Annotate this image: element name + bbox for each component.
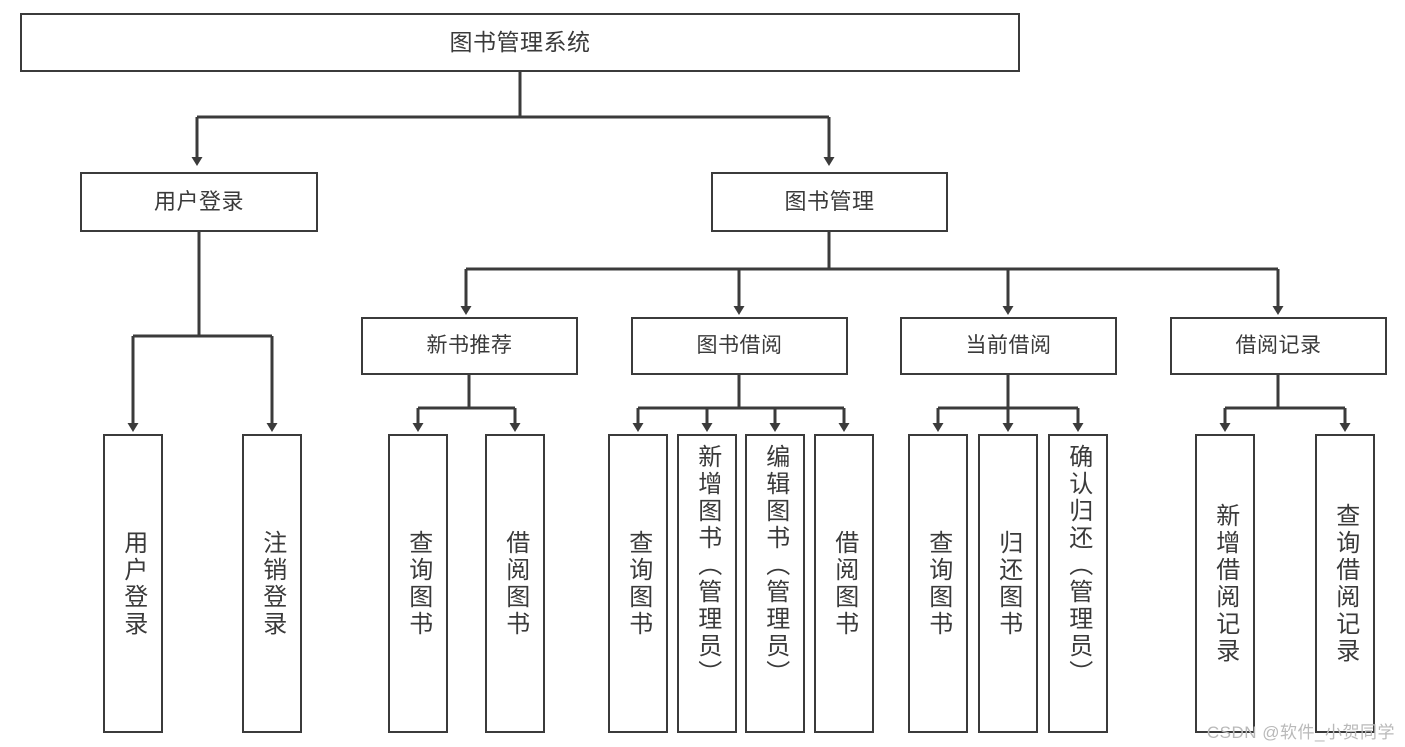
- node-book-borrowing[interactable]: 图书借阅: [631, 317, 848, 375]
- node-label: 确认归还（管理员）: [1064, 444, 1092, 687]
- node-label: 当前借阅: [965, 333, 1052, 357]
- watermark: CSDN @软件_小贺同学: [1206, 723, 1395, 742]
- leaf-current-borrow-confirm-return-admin[interactable]: 确认归还（管理员）: [1048, 434, 1108, 733]
- node-label: 借阅图书: [830, 529, 858, 638]
- node-user-login[interactable]: 用户登录: [80, 172, 318, 232]
- node-root-book-management-system[interactable]: 图书管理系统: [20, 13, 1020, 72]
- node-label: 查询图书: [924, 529, 952, 638]
- node-label: 借阅图书: [501, 529, 529, 638]
- node-label: 用户登录: [153, 189, 244, 215]
- node-label: 新增借阅记录: [1211, 502, 1239, 665]
- node-label: 查询借阅记录: [1331, 502, 1359, 665]
- leaf-book-borrow-add-book-admin[interactable]: 新增图书（管理员）: [677, 434, 737, 733]
- node-label: 图书借阅: [696, 333, 783, 357]
- node-current-borrowing[interactable]: 当前借阅: [900, 317, 1117, 375]
- node-label: 借阅记录: [1235, 333, 1322, 357]
- node-label: 注销登录: [258, 529, 286, 638]
- node-label: 查询图书: [624, 529, 652, 638]
- node-label: 新增图书（管理员）: [693, 444, 721, 687]
- leaf-user-login-login[interactable]: 用户登录: [103, 434, 163, 733]
- leaf-new-book-borrow[interactable]: 借阅图书: [485, 434, 545, 733]
- node-book-management[interactable]: 图书管理: [711, 172, 948, 232]
- leaf-book-borrow-query[interactable]: 查询图书: [608, 434, 668, 733]
- node-label: 归还图书: [994, 529, 1022, 638]
- node-borrowing-records[interactable]: 借阅记录: [1170, 317, 1387, 375]
- leaf-record-query-borrow-record[interactable]: 查询借阅记录: [1315, 434, 1375, 733]
- leaf-current-borrow-query[interactable]: 查询图书: [908, 434, 968, 733]
- node-label: 查询图书: [404, 529, 432, 638]
- node-label: 图书管理系统: [449, 28, 591, 55]
- leaf-record-add-borrow-record[interactable]: 新增借阅记录: [1195, 434, 1255, 733]
- node-new-book-recommendation[interactable]: 新书推荐: [361, 317, 578, 375]
- leaf-book-borrow-edit-book-admin[interactable]: 编辑图书（管理员）: [745, 434, 805, 733]
- leaf-book-borrow-borrow-book[interactable]: 借阅图书: [814, 434, 874, 733]
- leaf-new-book-query[interactable]: 查询图书: [388, 434, 448, 733]
- node-label: 编辑图书（管理员）: [761, 444, 789, 687]
- leaf-user-login-logout[interactable]: 注销登录: [242, 434, 302, 733]
- node-label: 新书推荐: [426, 333, 513, 357]
- node-label: 图书管理: [784, 189, 875, 215]
- node-label: 用户登录: [119, 529, 147, 638]
- leaf-current-borrow-return[interactable]: 归还图书: [978, 434, 1038, 733]
